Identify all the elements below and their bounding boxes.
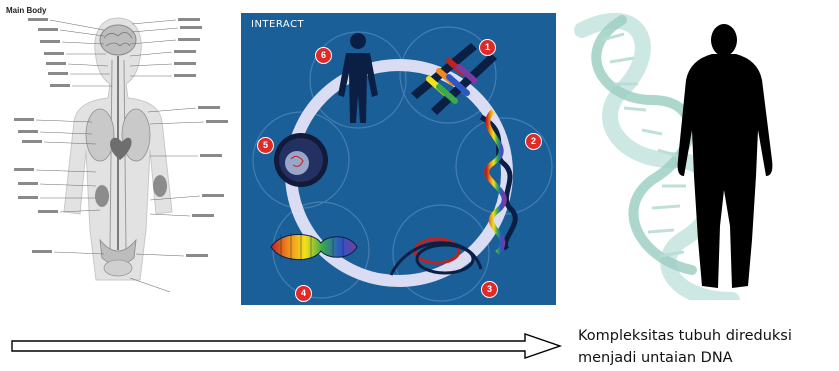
caption-line-2: menjadi untaian DNA (578, 347, 838, 369)
caption-text: Kompleksitas tubuh direduksi menjadi unt… (578, 325, 838, 369)
dna-cycle-diagram: INTERACT 6 1 2 3 4 5 (241, 13, 556, 305)
step-badge-2: 2 (525, 133, 542, 150)
dna-silhouette-illustration (562, 10, 839, 300)
step-badge-4: 4 (295, 285, 312, 302)
dna-cycle-artwork-icon (241, 13, 556, 305)
interact-brand: INTERACT (251, 19, 304, 30)
step-badge-3: 3 (481, 281, 498, 298)
anatomy-illustration: Main Body (0, 0, 230, 300)
caption-line-1: Kompleksitas tubuh direduksi (578, 325, 838, 347)
dna-helix-silhouette-icon (562, 10, 839, 300)
step-badge-1: 1 (479, 39, 496, 56)
step-badge-6: 6 (315, 47, 332, 64)
anatomy-figure-icon (0, 0, 230, 300)
outline-arrow-icon (0, 330, 570, 364)
step-badge-5: 5 (257, 137, 274, 154)
